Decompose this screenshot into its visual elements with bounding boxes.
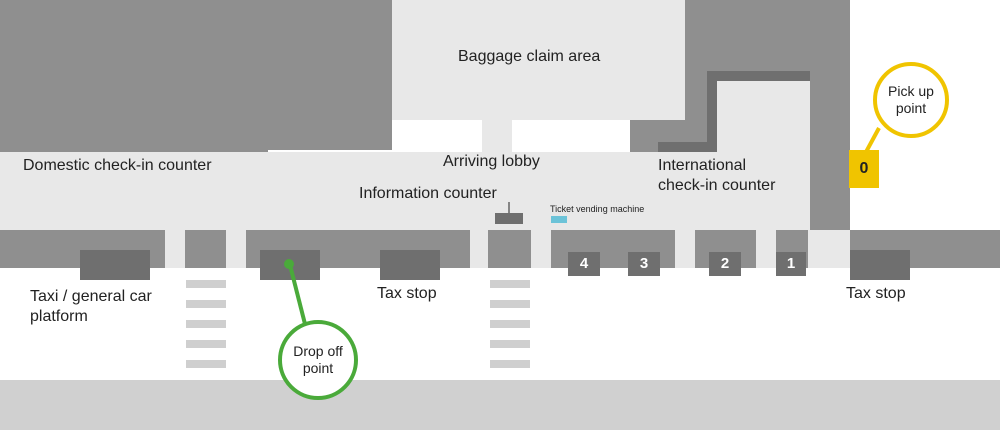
crosswalk-gap-e (808, 230, 850, 268)
drop-off-leader (288, 264, 308, 329)
bus-stop-4: 4 (568, 252, 600, 276)
ticket-vending-machine-marker (551, 216, 567, 223)
crosswalk-gap-mid-b (531, 230, 551, 268)
crosswalk-gap-mid-a (470, 230, 488, 268)
pick-up-leader (864, 127, 881, 153)
crosswalk-gap-left-b (226, 230, 246, 268)
baggage-claim-area (392, 0, 685, 120)
crosswalk-stripe (490, 280, 530, 288)
crosswalk-gap-left-a (165, 230, 185, 268)
international-checkin-lower (658, 150, 810, 230)
outer-road (0, 380, 1000, 430)
domestic-wall-stripe (0, 142, 268, 152)
arriving-lobby-passage (482, 115, 512, 155)
crosswalk-stripe (186, 320, 226, 328)
taxi-bay (80, 250, 150, 280)
baggage-claim-label: Baggage claim area (458, 48, 601, 65)
crosswalk-stripe (186, 340, 226, 348)
crosswalk-stripe (186, 280, 226, 288)
tax-stop-label-left: Tax stop (377, 285, 437, 302)
crosswalk-stripe (490, 360, 530, 368)
arriving-lobby-label: Arriving lobby (443, 153, 540, 170)
pick-up-point-circle: Pick up point (873, 62, 949, 138)
international-wall-ledge (658, 142, 717, 152)
crosswalk-stripe (186, 360, 226, 368)
international-checkin-label: International check-in counter (658, 157, 776, 194)
bus-stop-3: 3 (628, 252, 660, 276)
information-counter-marker (495, 213, 523, 224)
crosswalk-gap-c (675, 230, 695, 268)
tax-stop-label-right: Tax stop (846, 285, 906, 302)
international-wall-top (707, 71, 810, 81)
crosswalk-gap-d (756, 230, 776, 268)
building-left-block (0, 0, 392, 150)
international-wall-side (707, 71, 717, 151)
bus-stop-1: 1 (776, 252, 806, 276)
drop-off-point-circle: Drop off point (278, 320, 358, 400)
ticket-vending-label: Ticket vending machine (550, 204, 645, 214)
taxi-platform-label: Taxi / general car platform (30, 288, 152, 325)
crosswalk-stripe (490, 320, 530, 328)
information-counter-label: Information counter (359, 185, 497, 202)
tax-stop-bay-left (380, 250, 440, 280)
crosswalk-stripe (186, 300, 226, 308)
bus-stop-2: 2 (709, 252, 741, 276)
drop-off-dot (284, 259, 294, 269)
crosswalk-stripe (490, 340, 530, 348)
bus-stop-0: 0 (849, 150, 879, 188)
domestic-checkin-label: Domestic check-in counter (23, 157, 212, 174)
crosswalk-stripe (490, 300, 530, 308)
tax-stop-bay-right (850, 250, 910, 280)
